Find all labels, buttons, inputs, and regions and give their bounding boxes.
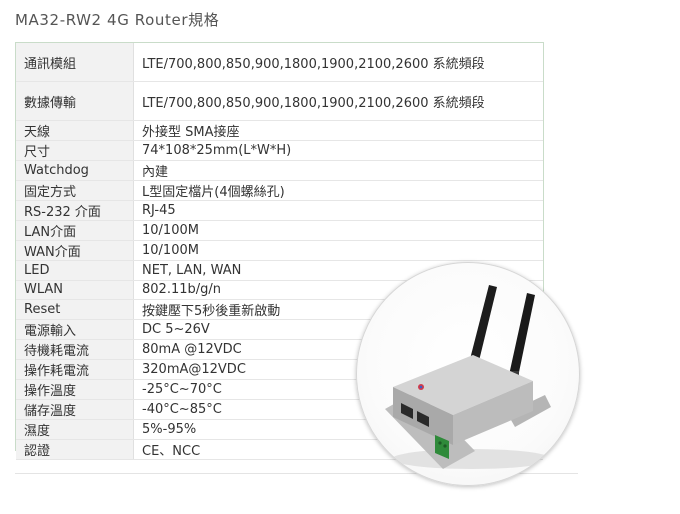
spec-value: LTE/700,800,850,900,1800,1900,2100,2600 … — [133, 81, 543, 121]
antenna-left — [469, 285, 497, 365]
spec-row: 通訊模組 LTE/700,800,850,900,1800,1900,2100,… — [16, 43, 543, 82]
spec-row: 天線 外接型 SMA接座 — [16, 120, 543, 141]
ethernet-port-1 — [401, 403, 413, 419]
spec-label: 儲存溫度 — [16, 399, 134, 420]
page-title: MA32-RW2 4G Router規格 — [15, 11, 220, 29]
device-top — [393, 355, 533, 415]
spec-value: RJ-45 — [133, 200, 543, 221]
power-terminal-block — [435, 435, 449, 459]
spec-row: 固定方式 L型固定檔片(4個螺絲孔) — [16, 180, 543, 201]
spec-row: LAN介面 10/100M — [16, 220, 543, 241]
spec-label: 操作耗電流 — [16, 359, 134, 380]
spec-row: RS-232 介面 RJ-45 — [16, 200, 543, 221]
spec-label: 操作溫度 — [16, 379, 134, 400]
spec-label: LED — [16, 260, 134, 281]
ethernet-port-2 — [417, 411, 429, 427]
spec-label: 天線 — [16, 120, 134, 141]
spec-label: Watchdog — [16, 160, 134, 181]
spec-label: 數據傳輸 — [16, 81, 134, 121]
spec-row: Watchdog 內建 — [16, 160, 543, 181]
spec-value: 10/100M — [133, 240, 543, 261]
bottom-divider — [15, 473, 578, 474]
spec-label: 尺寸 — [16, 140, 134, 161]
spec-value: 74*108*25mm(L*W*H) — [133, 140, 543, 161]
spec-value: LTE/700,800,850,900,1800,1900,2100,2600 … — [133, 43, 543, 82]
spec-label: LAN介面 — [16, 220, 134, 241]
spec-value: L型固定檔片(4個螺絲孔) — [133, 180, 543, 201]
spec-label: 固定方式 — [16, 180, 134, 201]
spec-row: 尺寸 74*108*25mm(L*W*H) — [16, 140, 543, 161]
spec-row: WAN介面 10/100M — [16, 240, 543, 261]
antenna-right — [509, 293, 535, 377]
spec-value: 內建 — [133, 160, 543, 181]
router-product-photo — [356, 262, 580, 486]
spec-label: 認證 — [16, 439, 134, 460]
spec-label: 電源輸入 — [16, 319, 134, 340]
spec-label: WLAN — [16, 280, 134, 300]
spec-label: 濕度 — [16, 419, 134, 440]
spec-label: WAN介面 — [16, 240, 134, 261]
spec-label: RS-232 介面 — [16, 200, 134, 221]
spec-label: 通訊模組 — [16, 43, 134, 82]
spec-value: 外接型 SMA接座 — [133, 120, 543, 141]
spec-row: 數據傳輸 LTE/700,800,850,900,1800,1900,2100,… — [16, 81, 543, 121]
router-illustration — [385, 285, 552, 469]
spec-value: 10/100M — [133, 220, 543, 241]
device-side — [453, 381, 533, 445]
spec-label: 待機耗電流 — [16, 339, 134, 360]
spec-label: Reset — [16, 299, 134, 320]
